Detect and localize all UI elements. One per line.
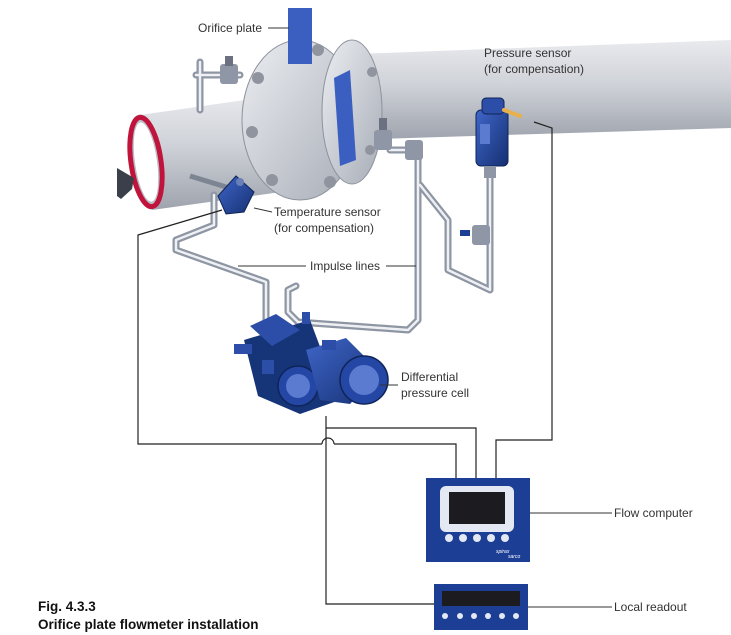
label-impulse-lines: Impulse lines (310, 259, 380, 273)
flow-computer-key-3 (473, 534, 481, 542)
brand-logo-line2: sarco (508, 554, 520, 560)
label-temperature-sensor-2: (for compensation) (274, 221, 374, 235)
label-orifice-plate: Orifice plate (198, 21, 262, 35)
pipe (127, 40, 731, 210)
orifice-plate (288, 8, 312, 64)
label-temperature-sensor-1: Temperature sensor (274, 205, 381, 219)
leader-lines (238, 27, 612, 608)
sensor-cable-tip (502, 108, 522, 118)
label-flow-computer: Flow computer (614, 506, 693, 520)
flow-computer-key-4 (487, 534, 495, 542)
pipe-lining (127, 114, 165, 210)
flow-computer-display (449, 492, 505, 524)
local-readout-body (434, 584, 528, 630)
figure-title: Orifice plate flowmeter installation (38, 617, 259, 632)
differential-pressure-cell (234, 312, 389, 414)
local-readout-display (442, 591, 520, 606)
label-pressure-sensor-2: (for compensation) (484, 62, 584, 76)
label-dp-cell-1: Differential (401, 370, 458, 384)
label-pressure-sensor-1: Pressure sensor (484, 46, 571, 60)
figure-number: Fig. 4.3.3 (38, 599, 96, 614)
pressure-sensor (475, 97, 522, 178)
local-readout (434, 584, 528, 630)
flow-computer-key-2 (459, 534, 467, 542)
brand-logo-line1: spirax (496, 549, 510, 555)
flow-computer: spirax sarco (426, 478, 530, 562)
flow-computer-key-5 (501, 534, 509, 542)
flow-computer-key-1 (445, 534, 453, 542)
isolating-valves (220, 56, 490, 245)
label-dp-cell-2: pressure cell (401, 386, 469, 400)
flow-arrow-icon (117, 168, 134, 199)
orifice-plate-edge (334, 70, 356, 166)
orifice-flange-assembly (241, 8, 383, 201)
label-local-readout: Local readout (614, 600, 687, 614)
signal-wiring (137, 121, 553, 605)
impulse-lines (172, 58, 494, 334)
temperature-sensor (189, 173, 255, 215)
